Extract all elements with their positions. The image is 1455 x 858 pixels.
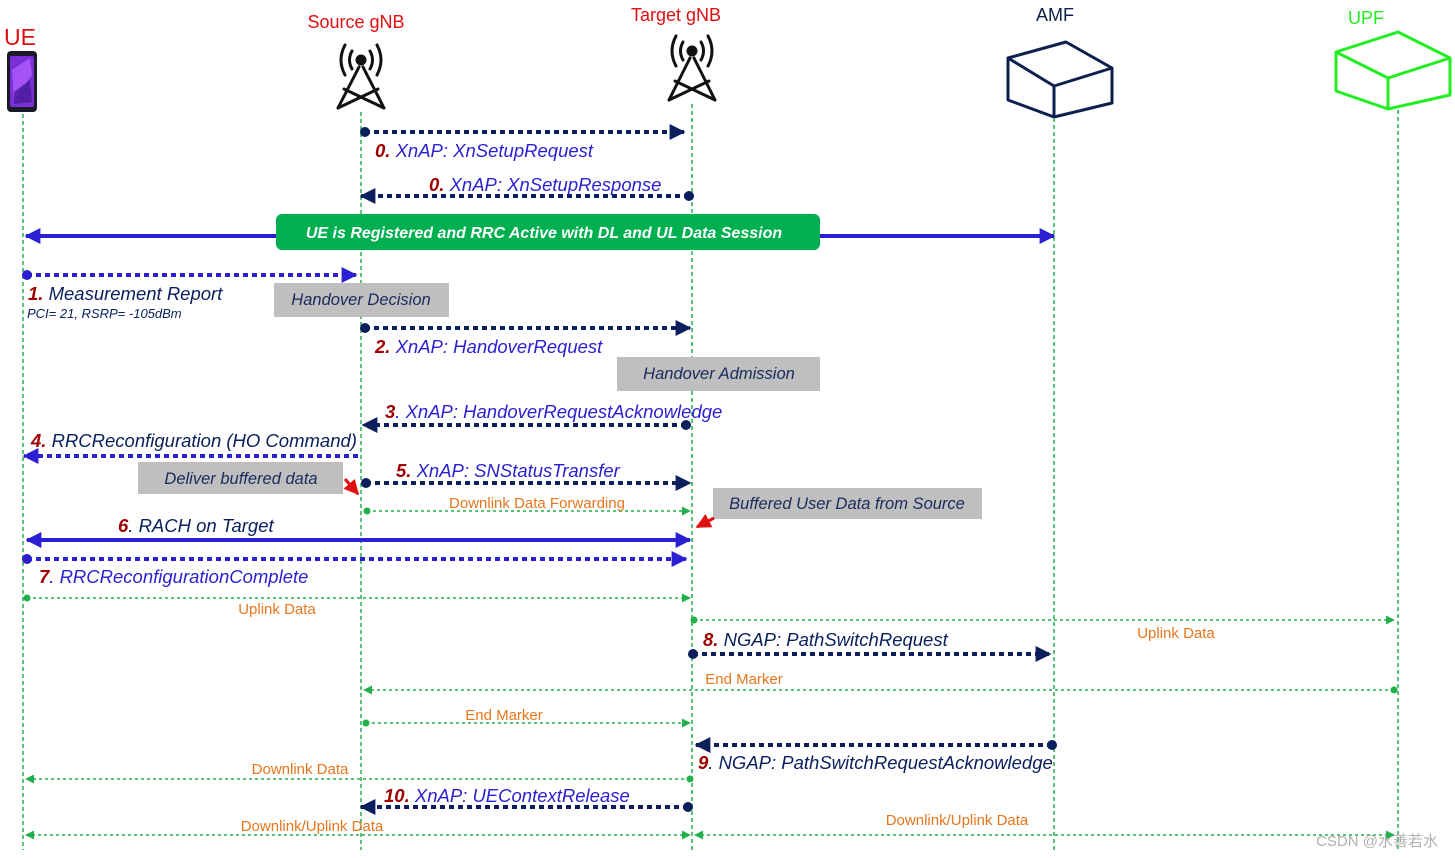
svg-text:Uplink Data: Uplink Data bbox=[238, 601, 316, 618]
msg-path-switch-request: 8. NGAP: PathSwitchRequest bbox=[688, 629, 1052, 662]
smartphone-icon bbox=[7, 51, 37, 112]
cube-icon bbox=[1006, 40, 1114, 119]
svg-text:4. RRCReconfiguration (HO Comm: 4. RRCReconfiguration (HO Command) bbox=[30, 430, 357, 451]
svg-text:7. RRCReconfigurationComplete: 7. RRCReconfigurationComplete bbox=[39, 566, 308, 587]
flow-uplink-ue-target: Uplink Data bbox=[23, 593, 691, 618]
svg-text:End Marker: End Marker bbox=[465, 707, 543, 724]
box-handover-decision: Handover Decision bbox=[274, 283, 449, 317]
svg-text:9. NGAP: PathSwitchRequestAckn: 9. NGAP: PathSwitchRequestAcknowledge bbox=[698, 752, 1053, 773]
flow-end-marker-upf-source: End Marker bbox=[363, 671, 1398, 695]
measurement-sub: PCI= 21, RSRP= -105dBm bbox=[27, 306, 182, 321]
svg-text:Uplink Data: Uplink Data bbox=[1137, 625, 1215, 642]
entity-label-source-gnb: Source gNB bbox=[307, 12, 404, 32]
msg-rrc-reconfiguration: 4. RRCReconfiguration (HO Command) bbox=[22, 430, 358, 464]
msg-measurement-report: 1. Measurement Report PCI= 21, RSRP= -10… bbox=[22, 267, 358, 321]
msg-sn-status-transfer: 5. XnAP: SNStatusTransfer bbox=[361, 460, 692, 491]
msg-rach-on-target: 6. RACH on Target bbox=[25, 515, 692, 548]
cube-icon bbox=[1334, 30, 1452, 111]
flow-downlink-target-ue: Downlink Data bbox=[25, 761, 694, 784]
entity-label-target-gnb: Target gNB bbox=[631, 5, 721, 25]
entity-label-upf: UPF bbox=[1348, 8, 1384, 28]
watermark: CSDN @水善若水 bbox=[1316, 833, 1438, 850]
svg-text:Downlink/Uplink Data: Downlink/Uplink Data bbox=[886, 812, 1029, 829]
svg-text:10. XnAP: UEContextRelease: 10. XnAP: UEContextRelease bbox=[384, 785, 630, 806]
entity-label-ue: UE bbox=[4, 24, 36, 50]
svg-text:8. NGAP: PathSwitchRequest: 8. NGAP: PathSwitchRequest bbox=[703, 629, 949, 650]
box-handover-admission: Handover Admission bbox=[617, 357, 820, 391]
banner-text: UE is Registered and RRC Active with DL … bbox=[306, 225, 782, 242]
cell-tower-icon bbox=[336, 43, 386, 110]
svg-text:Downlink Data Forwarding: Downlink Data Forwarding bbox=[449, 495, 625, 512]
svg-text:6. RACH on Target: 6. RACH on Target bbox=[118, 515, 274, 536]
svg-text:1. Measurement Report: 1. Measurement Report bbox=[28, 283, 223, 304]
svg-text:Buffered User Data from Source: Buffered User Data from Source bbox=[729, 495, 965, 513]
svg-text:5. XnAP: SNStatusTransfer: 5. XnAP: SNStatusTransfer bbox=[396, 460, 621, 481]
svg-text:End Marker: End Marker bbox=[705, 671, 783, 688]
svg-text:3. XnAP: HandoverRequestAcknow: 3. XnAP: HandoverRequestAcknowledge bbox=[385, 401, 722, 422]
flow-end-marker-source-target: End Marker bbox=[362, 707, 691, 728]
msg-handover-request-ack: 3. XnAP: HandoverRequestAcknowledge bbox=[361, 401, 722, 433]
msg-handover-request: 2. XnAP: HandoverRequest bbox=[360, 320, 692, 357]
flow-dl-ul-target-upf: Downlink/Uplink Data bbox=[694, 812, 1395, 840]
flow-dl-ul-ue-target: Downlink/Uplink Data bbox=[25, 818, 691, 840]
session-banner: UE is Registered and RRC Active with DL … bbox=[24, 214, 1056, 250]
svg-text:Handover Admission: Handover Admission bbox=[643, 365, 795, 383]
box-deliver-buffered-data: Deliver buffered data bbox=[138, 462, 360, 496]
msg-xn-setup-response: 0. XnAP: XnSetupResponse bbox=[359, 174, 694, 204]
msg-ue-context-release: 10. XnAP: UEContextRelease bbox=[359, 785, 693, 815]
cell-tower-icon bbox=[667, 34, 717, 102]
entity-label-amf: AMF bbox=[1036, 5, 1074, 25]
svg-text:Deliver buffered data: Deliver buffered data bbox=[164, 470, 317, 488]
flow-dl-forwarding: Downlink Data Forwarding bbox=[363, 495, 691, 516]
svg-text:Handover Decision: Handover Decision bbox=[291, 291, 430, 309]
svg-text:2. XnAP: HandoverRequest: 2. XnAP: HandoverRequest bbox=[374, 336, 603, 357]
svg-text:0. XnAP: XnSetupResponse: 0. XnAP: XnSetupResponse bbox=[429, 174, 661, 195]
msg-xn-setup-request: 0. XnAP: XnSetupRequest bbox=[360, 124, 686, 161]
box-buffered-user-data: Buffered User Data from Source bbox=[695, 488, 982, 529]
msg-rrc-reconfiguration-complete: 7. RRCReconfigurationComplete bbox=[22, 551, 688, 587]
svg-text:0. XnAP: XnSetupRequest: 0. XnAP: XnSetupRequest bbox=[375, 140, 594, 161]
svg-text:Downlink Data: Downlink Data bbox=[252, 761, 349, 778]
svg-text:Downlink/Uplink Data: Downlink/Uplink Data bbox=[241, 818, 384, 835]
flow-uplink-target-upf: Uplink Data bbox=[690, 615, 1395, 642]
msg-path-switch-request-ack: 9. NGAP: PathSwitchRequestAcknowledge bbox=[694, 737, 1057, 773]
